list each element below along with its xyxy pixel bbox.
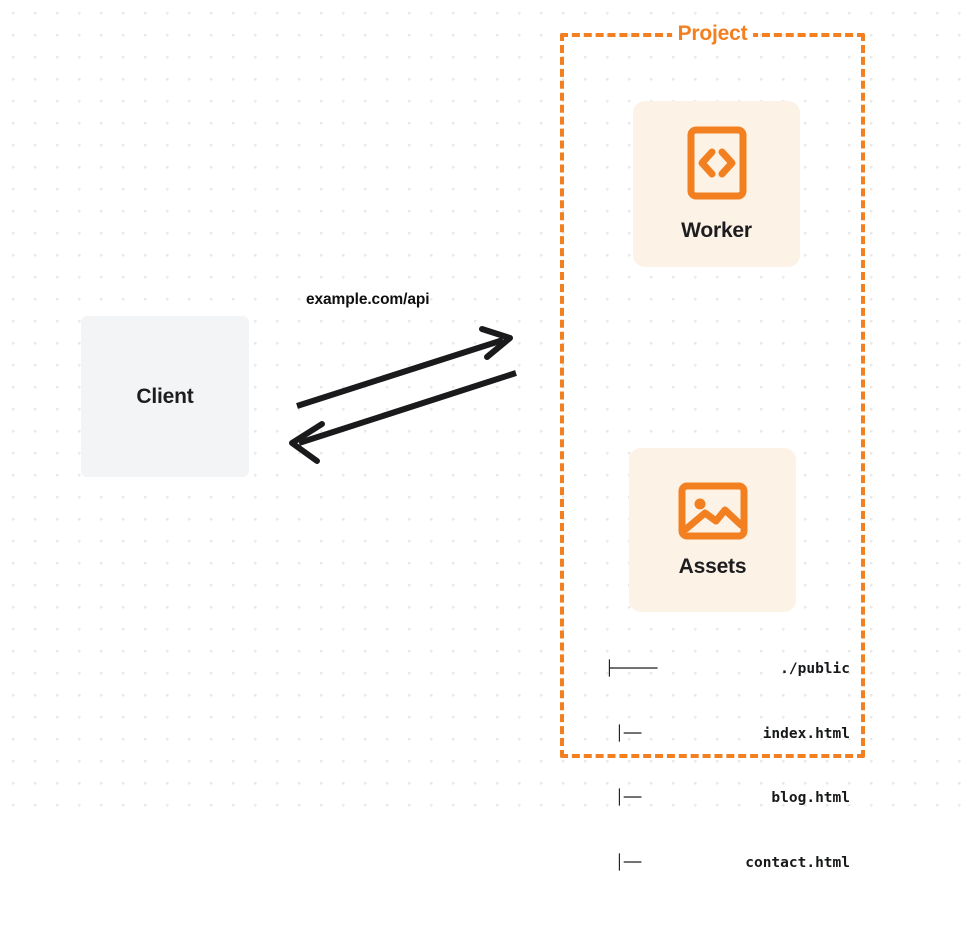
tree-item-name: contact.html <box>745 854 850 871</box>
diagram-canvas: Client example.com/api Project <box>0 0 980 871</box>
tree-item-name: blog.html <box>771 790 850 806</box>
tree-branch-glyph: ├───── <box>605 661 658 677</box>
file-tree-row: │── blog.html <box>605 788 850 810</box>
file-tree-row: ├───── ./public <box>605 659 850 681</box>
tree-branch-glyph: │── <box>615 854 642 871</box>
response-arrow <box>289 370 517 464</box>
worker-card-label: Worker <box>681 218 752 242</box>
tree-branch-glyph: │── <box>615 790 642 806</box>
request-arrow <box>296 326 513 409</box>
client-node-label: Client <box>136 384 194 408</box>
project-container: Project Worker Assets <box>560 22 865 871</box>
worker-card[interactable]: Worker <box>633 101 800 267</box>
assets-card-label: Assets <box>678 554 747 578</box>
tree-item-name: ./public <box>780 661 850 677</box>
file-tree-row: │── contact.html <box>605 853 850 875</box>
tree-item-name: index.html <box>762 725 850 742</box>
project-title: Project <box>671 22 754 46</box>
assets-card[interactable]: Assets <box>629 448 796 612</box>
connection-label: example.com/api <box>306 291 430 308</box>
file-tree-row: │── index.html <box>605 724 850 746</box>
code-brackets-icon <box>687 126 747 205</box>
image-picture-icon <box>678 482 748 545</box>
tree-branch-glyph: │── <box>615 725 642 742</box>
client-node[interactable]: Client <box>81 316 249 477</box>
assets-file-tree: ├───── ./public │── index.html │── blog.… <box>605 616 850 917</box>
